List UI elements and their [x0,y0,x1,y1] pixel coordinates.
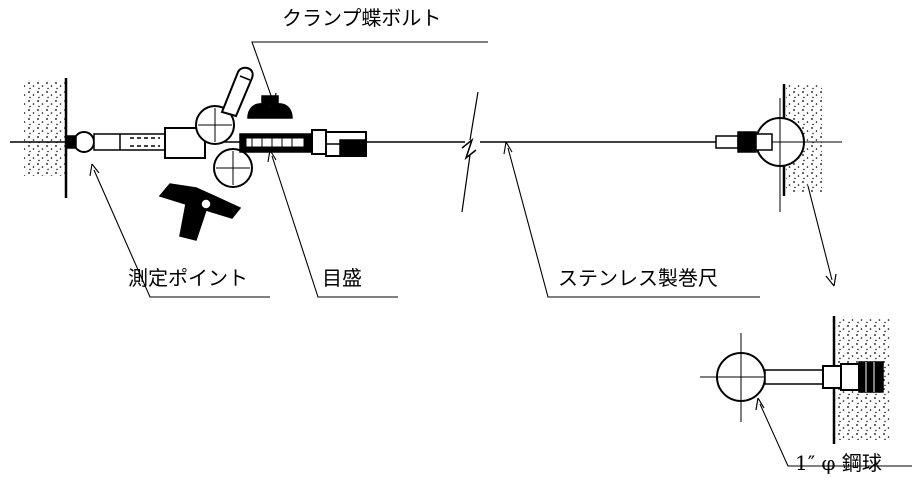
scale-label: 目盛 [322,266,362,290]
right-wall-ball [715,84,842,287]
measuring-device [65,66,367,241]
steel-ball-detail [700,316,912,467]
clamp-bolt-label: クランプ蝶ボルト [282,6,442,30]
left-wall [10,78,68,198]
steel-ball-label: 1″ φ 鋼球 [795,451,882,475]
tape-label: ステンレス製巻尺 [558,266,718,290]
measuring-point-label: 測定ポイント [128,266,248,290]
leader-lines [89,41,760,298]
